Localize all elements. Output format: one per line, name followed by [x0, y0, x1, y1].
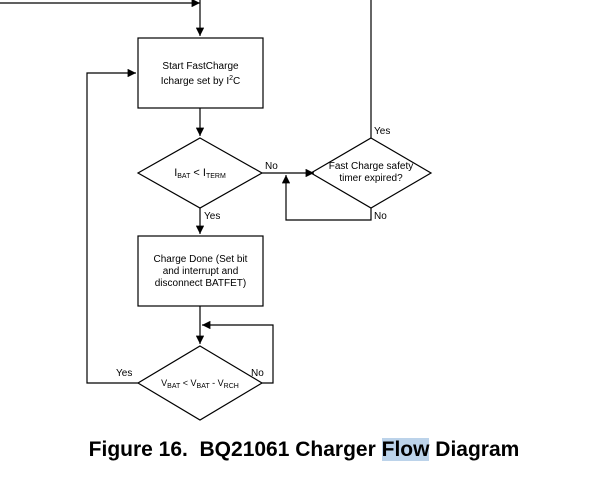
ibat-op: < — [190, 167, 203, 179]
vbat-sub1: BAT — [167, 383, 181, 390]
safety-no-label: No — [374, 211, 387, 222]
start-fastcharge-text: Start FastCharge Icharge set by I2C — [138, 61, 263, 88]
start-line2-sup: 2 — [229, 75, 234, 82]
vbat-yes-loop — [86, 68, 138, 384]
charge-done-line1: Charge Done (Set bit — [153, 254, 248, 265]
safety-line1: Fast Charge safety — [328, 161, 414, 172]
charge-done-text: Charge Done (Set bit and interrupt and d… — [138, 254, 263, 290]
vbat-op: < — [180, 378, 191, 388]
vbat-sub2: BAT — [196, 383, 210, 390]
safety-no-loop — [281, 175, 372, 221]
vbat-v3: V — [217, 378, 224, 388]
start-fastcharge-line1: Start FastCharge — [162, 61, 239, 72]
vbat-yes-label: Yes — [116, 368, 133, 379]
vbat-v2: V — [190, 378, 197, 388]
iterm-no-label: No — [265, 161, 278, 172]
start-line2-post: C — [233, 76, 241, 87]
safety-yes-label: Yes — [374, 126, 391, 137]
vbat-diamond — [136, 345, 264, 421]
ibat-sub: BAT — [177, 173, 191, 180]
vbat-minus: - — [209, 378, 218, 388]
ibat-iterm-text: IBAT < ITERM — [148, 167, 252, 183]
caption-highlight: Flow — [381, 438, 430, 461]
vbat-no-loop — [202, 320, 274, 384]
charge-done-line3: disconnect BATFET) — [154, 278, 247, 289]
iterm-yes-label: Yes — [204, 211, 221, 222]
vbat-no-label: No — [251, 368, 264, 379]
vbat-v1: V — [161, 378, 168, 388]
vbat-sub3: RCH — [223, 383, 239, 390]
figure-caption: Figure 16. BQ21061 Charger Flow Diagram — [0, 438, 608, 462]
safety-timer-text: Fast Charge safety timer expired? — [316, 161, 426, 185]
iterm-i: I — [202, 167, 206, 179]
caption-suffix: Diagram — [429, 438, 520, 461]
caption-prefix: Figure 16. BQ21061 Charger — [88, 438, 382, 461]
safety-line2: timer expired? — [339, 173, 403, 184]
start-line2-pre: Icharge set by I — [160, 76, 230, 87]
vbat-check-text: VBAT < VBAT - VRCH — [150, 377, 250, 393]
charge-done-line2: and interrupt and — [162, 266, 239, 277]
start-fastcharge-line2: Icharge set by I2C — [138, 73, 263, 88]
ibat-i: I — [174, 167, 178, 179]
iterm-sub: TERM — [205, 173, 226, 180]
